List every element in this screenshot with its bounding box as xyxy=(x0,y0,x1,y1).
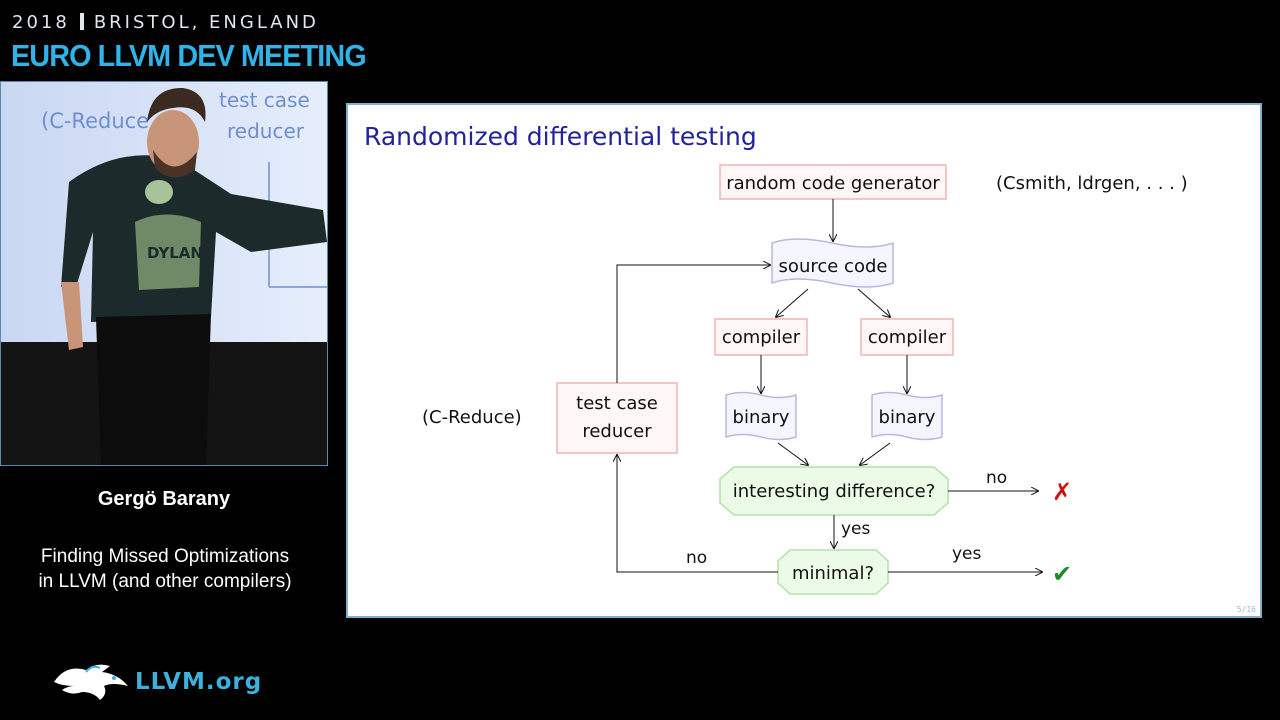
speaker-name: Gergö Barany xyxy=(97,488,231,510)
generator-label: random code generator xyxy=(726,173,940,194)
speaker-figure: DYLAN xyxy=(61,87,327,465)
generators-note: (Csmith, ldrgen, . . . ) xyxy=(996,173,1188,194)
compiler-left-box xyxy=(714,318,808,356)
pass-check-icon: ✔ xyxy=(1052,560,1072,588)
compiler-left-label: compiler xyxy=(722,327,801,348)
difference-octagon xyxy=(719,466,949,516)
edge-label-diff-no: no xyxy=(986,468,1007,488)
wall-text-3: reducer xyxy=(227,119,305,143)
talk-title: Finding Missed Optimizations in LLVM (an… xyxy=(0,544,330,594)
slide-title: Randomized differential testing xyxy=(364,122,757,151)
llvm-org-text: LLVM.org xyxy=(135,669,263,695)
reducer-box xyxy=(556,382,678,454)
difference-label: interesting difference? xyxy=(733,481,936,502)
binary-right-shape xyxy=(871,391,943,441)
binary-right-label: binary xyxy=(879,407,936,428)
wall-text-2: test case xyxy=(219,88,310,112)
svg-text:DYLAN: DYLAN xyxy=(147,244,203,262)
edge-source-compiler-left xyxy=(776,288,809,317)
speaker-video-frame: (C-Reduce test case reducer DYLAN xyxy=(1,82,327,465)
source-code-shape xyxy=(771,238,894,288)
edge-binary-right-diff xyxy=(860,442,891,465)
separator-bar xyxy=(79,13,84,30)
minimal-label: minimal? xyxy=(792,563,874,584)
llvm-dragon-icon xyxy=(54,664,128,700)
edge-label-min-no: no xyxy=(686,548,707,568)
source-code-label: source code xyxy=(779,256,888,277)
edge-binary-left-diff xyxy=(777,442,808,465)
generator-box xyxy=(719,164,947,200)
event-title: EURO LLVM DEV MEETING xyxy=(11,38,367,73)
talk-title-line-1: Finding Missed Optimizations xyxy=(40,546,290,567)
edge-min-no xyxy=(617,455,778,573)
reducer-note: (C-Reduce) xyxy=(422,407,522,428)
edge-label-min-yes: yes xyxy=(952,544,982,564)
binary-left-label: binary xyxy=(733,407,790,428)
event-year: 2018 xyxy=(12,12,70,33)
slide-page-number: 5/16 xyxy=(1236,605,1256,614)
slide: Randomized differential testing random c… xyxy=(346,103,1262,618)
edge-reducer-source xyxy=(616,265,770,383)
event-location: BRISTOL, ENGLAND xyxy=(93,12,319,33)
event-line: 2018 BRISTOL, ENGLAND xyxy=(12,12,319,33)
minimal-octagon xyxy=(777,549,889,595)
edges xyxy=(617,199,1042,572)
reducer-label-2: reducer xyxy=(582,421,652,442)
reducer-label-1: test case xyxy=(576,393,658,414)
edge-source-compiler-right xyxy=(857,288,890,317)
talk-title-line-2: in LLVM (and other compilers) xyxy=(38,571,292,592)
flow-diagram: random code generator (Csmith, ldrgen, .… xyxy=(422,164,1188,595)
fail-cross-icon: ✗ xyxy=(1052,478,1072,506)
wall-text-1: (C-Reduce xyxy=(41,109,149,133)
edge-label-diff-yes: yes xyxy=(841,519,871,539)
speaker-video: (C-Reduce test case reducer DYLAN xyxy=(0,81,328,466)
binary-left-shape xyxy=(725,391,797,441)
compiler-right-label: compiler xyxy=(868,327,947,348)
